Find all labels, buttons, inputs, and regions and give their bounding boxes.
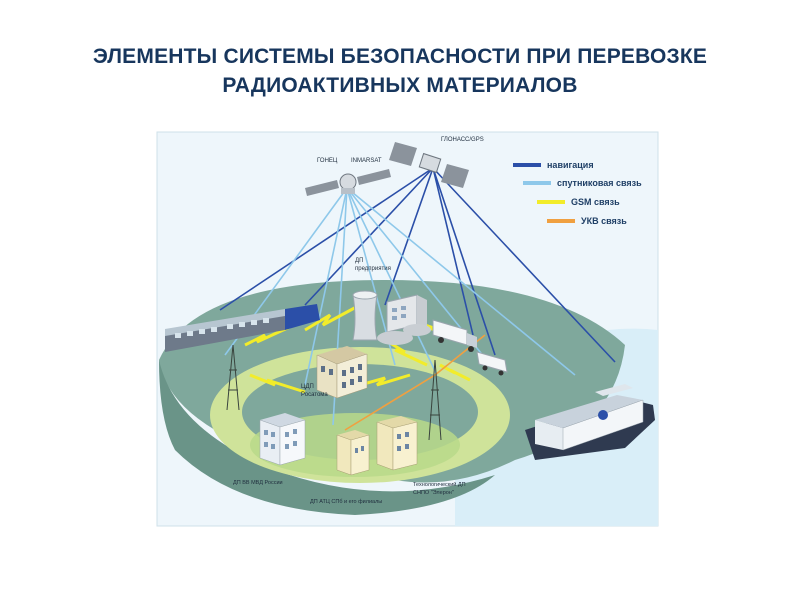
label-dp-atc: ДП АТЦ СПб и его филиалы — [310, 499, 382, 505]
floating-power-unit-ship — [525, 384, 655, 460]
satellite-right — [389, 142, 469, 188]
diagram-canvas: ГОНЕЦ INMARSAT ГЛОНАСС/GPS ДП предприяти… — [155, 130, 660, 528]
label-glonass-gps: ГЛОНАСС/GPS — [441, 137, 484, 143]
truck — [432, 319, 477, 352]
slide-title: ЭЛЕМЕНТЫ СИСТЕМЫ БЕЗОПАСНОСТИ ПРИ ПЕРЕВО… — [0, 42, 800, 100]
legend-swatch-uhf — [547, 219, 575, 223]
satellite-left — [305, 169, 391, 196]
van — [476, 351, 508, 376]
label-gonets: ГОНЕЦ — [317, 158, 338, 164]
label-dp-enterprise-2: предприятия — [355, 266, 391, 272]
label-dp-vv-mvd: ДП ВВ МВД России — [233, 480, 283, 486]
legend-swatch-gsm — [537, 200, 565, 204]
train — [165, 304, 320, 352]
atc-buildings — [336, 416, 418, 476]
security-system-diagram: ГОНЕЦ INMARSAT ГЛОНАСС/GPS ДП предприяти… — [155, 130, 660, 528]
label-inmarsat: INMARSAT — [351, 158, 382, 164]
enterprise-complex — [352, 290, 431, 345]
cdp-building — [316, 346, 368, 399]
legend-label-navigation: навигация — [547, 160, 594, 170]
mvd-building — [259, 413, 306, 466]
label-tech-dp-2: СНПО "Элерон" — [413, 490, 454, 496]
label-tech-dp-1: Технологический ДП — [413, 481, 466, 488]
legend-label-uhf: УКВ связь — [581, 216, 627, 226]
legend-label-gsm: GSM связь — [571, 197, 620, 207]
legend-swatch-navigation — [513, 163, 541, 167]
label-cdp-1: ЦДП — [301, 384, 314, 390]
legend: навигация спутниковая связь GSM связь УК… — [513, 160, 642, 226]
label-dp-enterprise-1: ДП — [355, 258, 363, 264]
legend-label-satellite: спутниковая связь — [557, 178, 642, 188]
radio-towers — [226, 344, 442, 441]
ground-edge — [159, 360, 495, 515]
title-line-1: ЭЛЕМЕНТЫ СИСТЕМЫ БЕЗОПАСНОСТИ ПРИ ПЕРЕВО… — [92, 45, 708, 68]
title-line-2: РАДИОАКТИВНЫХ МАТЕРИАЛОВ — [222, 74, 578, 97]
label-cdp-2: Росатома — [301, 392, 328, 398]
legend-swatch-satellite — [523, 181, 551, 185]
